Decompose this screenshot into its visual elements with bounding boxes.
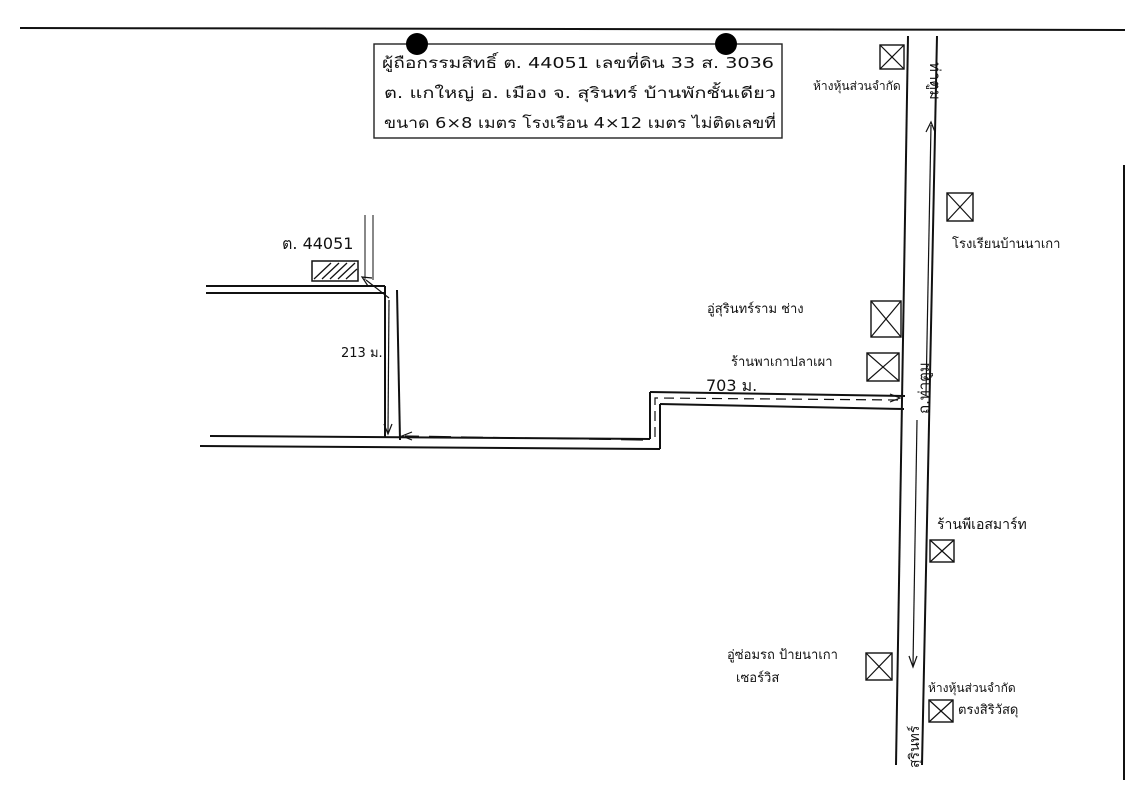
- landmark-marker-mart: [929, 539, 955, 563]
- main-road: [895, 35, 938, 766]
- road-direction-arrow-up: [925, 124, 932, 396]
- landmark-marker-company: [928, 699, 954, 723]
- landmark-label-mart: ร้านพีเอสมาร์ท: [937, 516, 1027, 533]
- header-note-box: [373, 43, 783, 139]
- road-label-middle: ถ.ท่าตูม: [915, 362, 933, 414]
- header-note-line-3: ขนาด 6×8 เมตร โรงเรือน 4×12 เมตร ไม่ติดเ…: [384, 112, 776, 132]
- landmark-marker-garage: [870, 300, 902, 338]
- road-label-top: ท่าตูม: [926, 62, 944, 100]
- side-road: [199, 215, 906, 450]
- distance-horizontal-label: 703 ม.: [706, 376, 757, 395]
- binder-hole-right-icon: [715, 33, 737, 55]
- road-label-bottom: สุรินทร์: [906, 725, 923, 768]
- landmark-label-body-shop-1: อู่ซ่อมรถ ป้ายนาเกา: [727, 648, 838, 663]
- header-note-line-1: ผู้ถือกรรมสิทธิ์ ต. 44051 เลขที่ดิน 33 ส…: [382, 52, 774, 72]
- target-parcel: [311, 260, 359, 282]
- landmark-label-company-2: ตรงสิริวัสดุ: [958, 703, 1018, 718]
- header-note-line-2: ต. แกใหญ่ อ. เมือง จ. สุรินทร์ บ้านพักชั…: [384, 82, 776, 103]
- landmark-marker-top-left: [879, 44, 905, 70]
- binder-hole-left-icon: [406, 33, 428, 55]
- landmark-label-body-shop-2: เซอร์วิส: [736, 670, 779, 686]
- top-border-line: [19, 27, 1126, 31]
- landmark-label-school: โรงเรียนบ้านนาเกา: [952, 236, 1060, 252]
- landmark-marker-school: [946, 192, 974, 222]
- landmark-label-garage: อู่สุรินทร์ราม ช่าง: [707, 301, 804, 317]
- parcel-label: ต. 44051: [282, 234, 353, 253]
- distance-vertical-label: 213 ม.: [341, 346, 383, 361]
- landmark-label-company-1: ห้างหุ้นส่วนจำกัด: [928, 681, 1016, 696]
- route-path: [360, 276, 902, 441]
- landmark-label-shop: ร้านพาเกาปลาเผา: [731, 355, 833, 370]
- landmark-label-top-left: ห้างหุ้นส่วนจำกัด: [813, 79, 901, 94]
- landmark-marker-body-shop: [865, 652, 893, 681]
- road-direction-arrow-down: [912, 419, 918, 666]
- landmark-marker-shop: [866, 352, 900, 382]
